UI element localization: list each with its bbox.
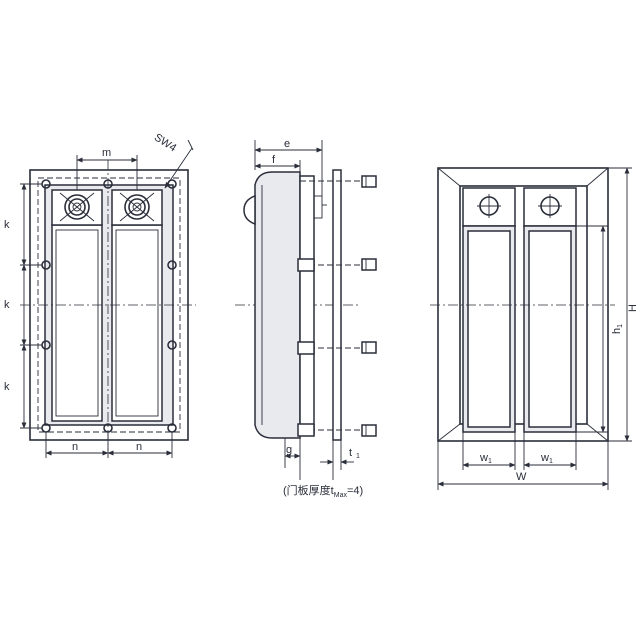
screw-icon [167, 260, 177, 270]
dim-h1-label: h1 [611, 324, 624, 334]
clamp-part-icon [361, 424, 377, 437]
side-view: e f g t 1 (门板厚度tMax=4) [235, 138, 377, 499]
dim-f-label: f [272, 154, 276, 166]
clamp-part-icon [361, 175, 377, 188]
rear-frame-outer [437, 167, 609, 442]
rear-lock-left-icon [477, 194, 501, 218]
dim-W-label: W [516, 471, 527, 483]
side-knob [243, 194, 256, 226]
front-lock-right [119, 192, 155, 222]
dim-w1b-sub: 1 [549, 458, 553, 465]
dim-w1a-label: w1 [479, 452, 492, 465]
dim-h1-sub: 1 [617, 324, 624, 328]
side-caption: (门板厚度tMax=4) [283, 483, 363, 499]
dim-t-label: t [349, 447, 352, 459]
dim-n2-label: n [136, 441, 142, 453]
caption-sub: Max [334, 492, 348, 499]
front-view: m SW4 k k k n n [4, 131, 196, 458]
dim-sw-leader [164, 147, 193, 189]
dim-H-label: H [627, 304, 639, 312]
clamp-part-icon [361, 341, 377, 354]
dim-sw-label: SW4 [152, 131, 179, 154]
dim-k1-label: k [4, 219, 10, 231]
rear-view: h1 H w1 w1 W [430, 167, 639, 490]
side-flange [299, 175, 315, 435]
screw-icon [167, 340, 177, 350]
clamp-icon [297, 341, 315, 355]
dim-m-label: m [102, 147, 111, 159]
dim-g-label: g [286, 444, 292, 456]
dim-w1b-label: w1 [540, 452, 553, 465]
dim-t-sub: 1 [356, 453, 360, 460]
rear-lock-right-icon [538, 194, 562, 218]
dim-h1-letter: h [611, 328, 623, 334]
front-handle-right [111, 224, 163, 422]
dim-w1a-letter: w [479, 452, 488, 464]
dim-k2-label: k [4, 299, 10, 311]
dim-k3-label: k [4, 381, 10, 393]
caption-suffix: =4) [347, 485, 363, 497]
front-handle-left-inner [55, 229, 99, 417]
dim-w1a-sub: 1 [488, 458, 492, 465]
clamp-icon [297, 423, 315, 437]
front-handle-right-inner [115, 229, 159, 417]
side-door-panel [332, 169, 342, 441]
dim-w1b-letter: w [540, 452, 549, 464]
caption-prefix: (门板厚度t [283, 483, 334, 497]
dim-n1-label: n [72, 441, 78, 453]
clamp-icon [297, 258, 315, 272]
clamp-part-icon [361, 258, 377, 271]
front-lock-left [59, 192, 95, 222]
dim-e-label: e [284, 138, 290, 150]
front-handle-left [51, 224, 103, 422]
